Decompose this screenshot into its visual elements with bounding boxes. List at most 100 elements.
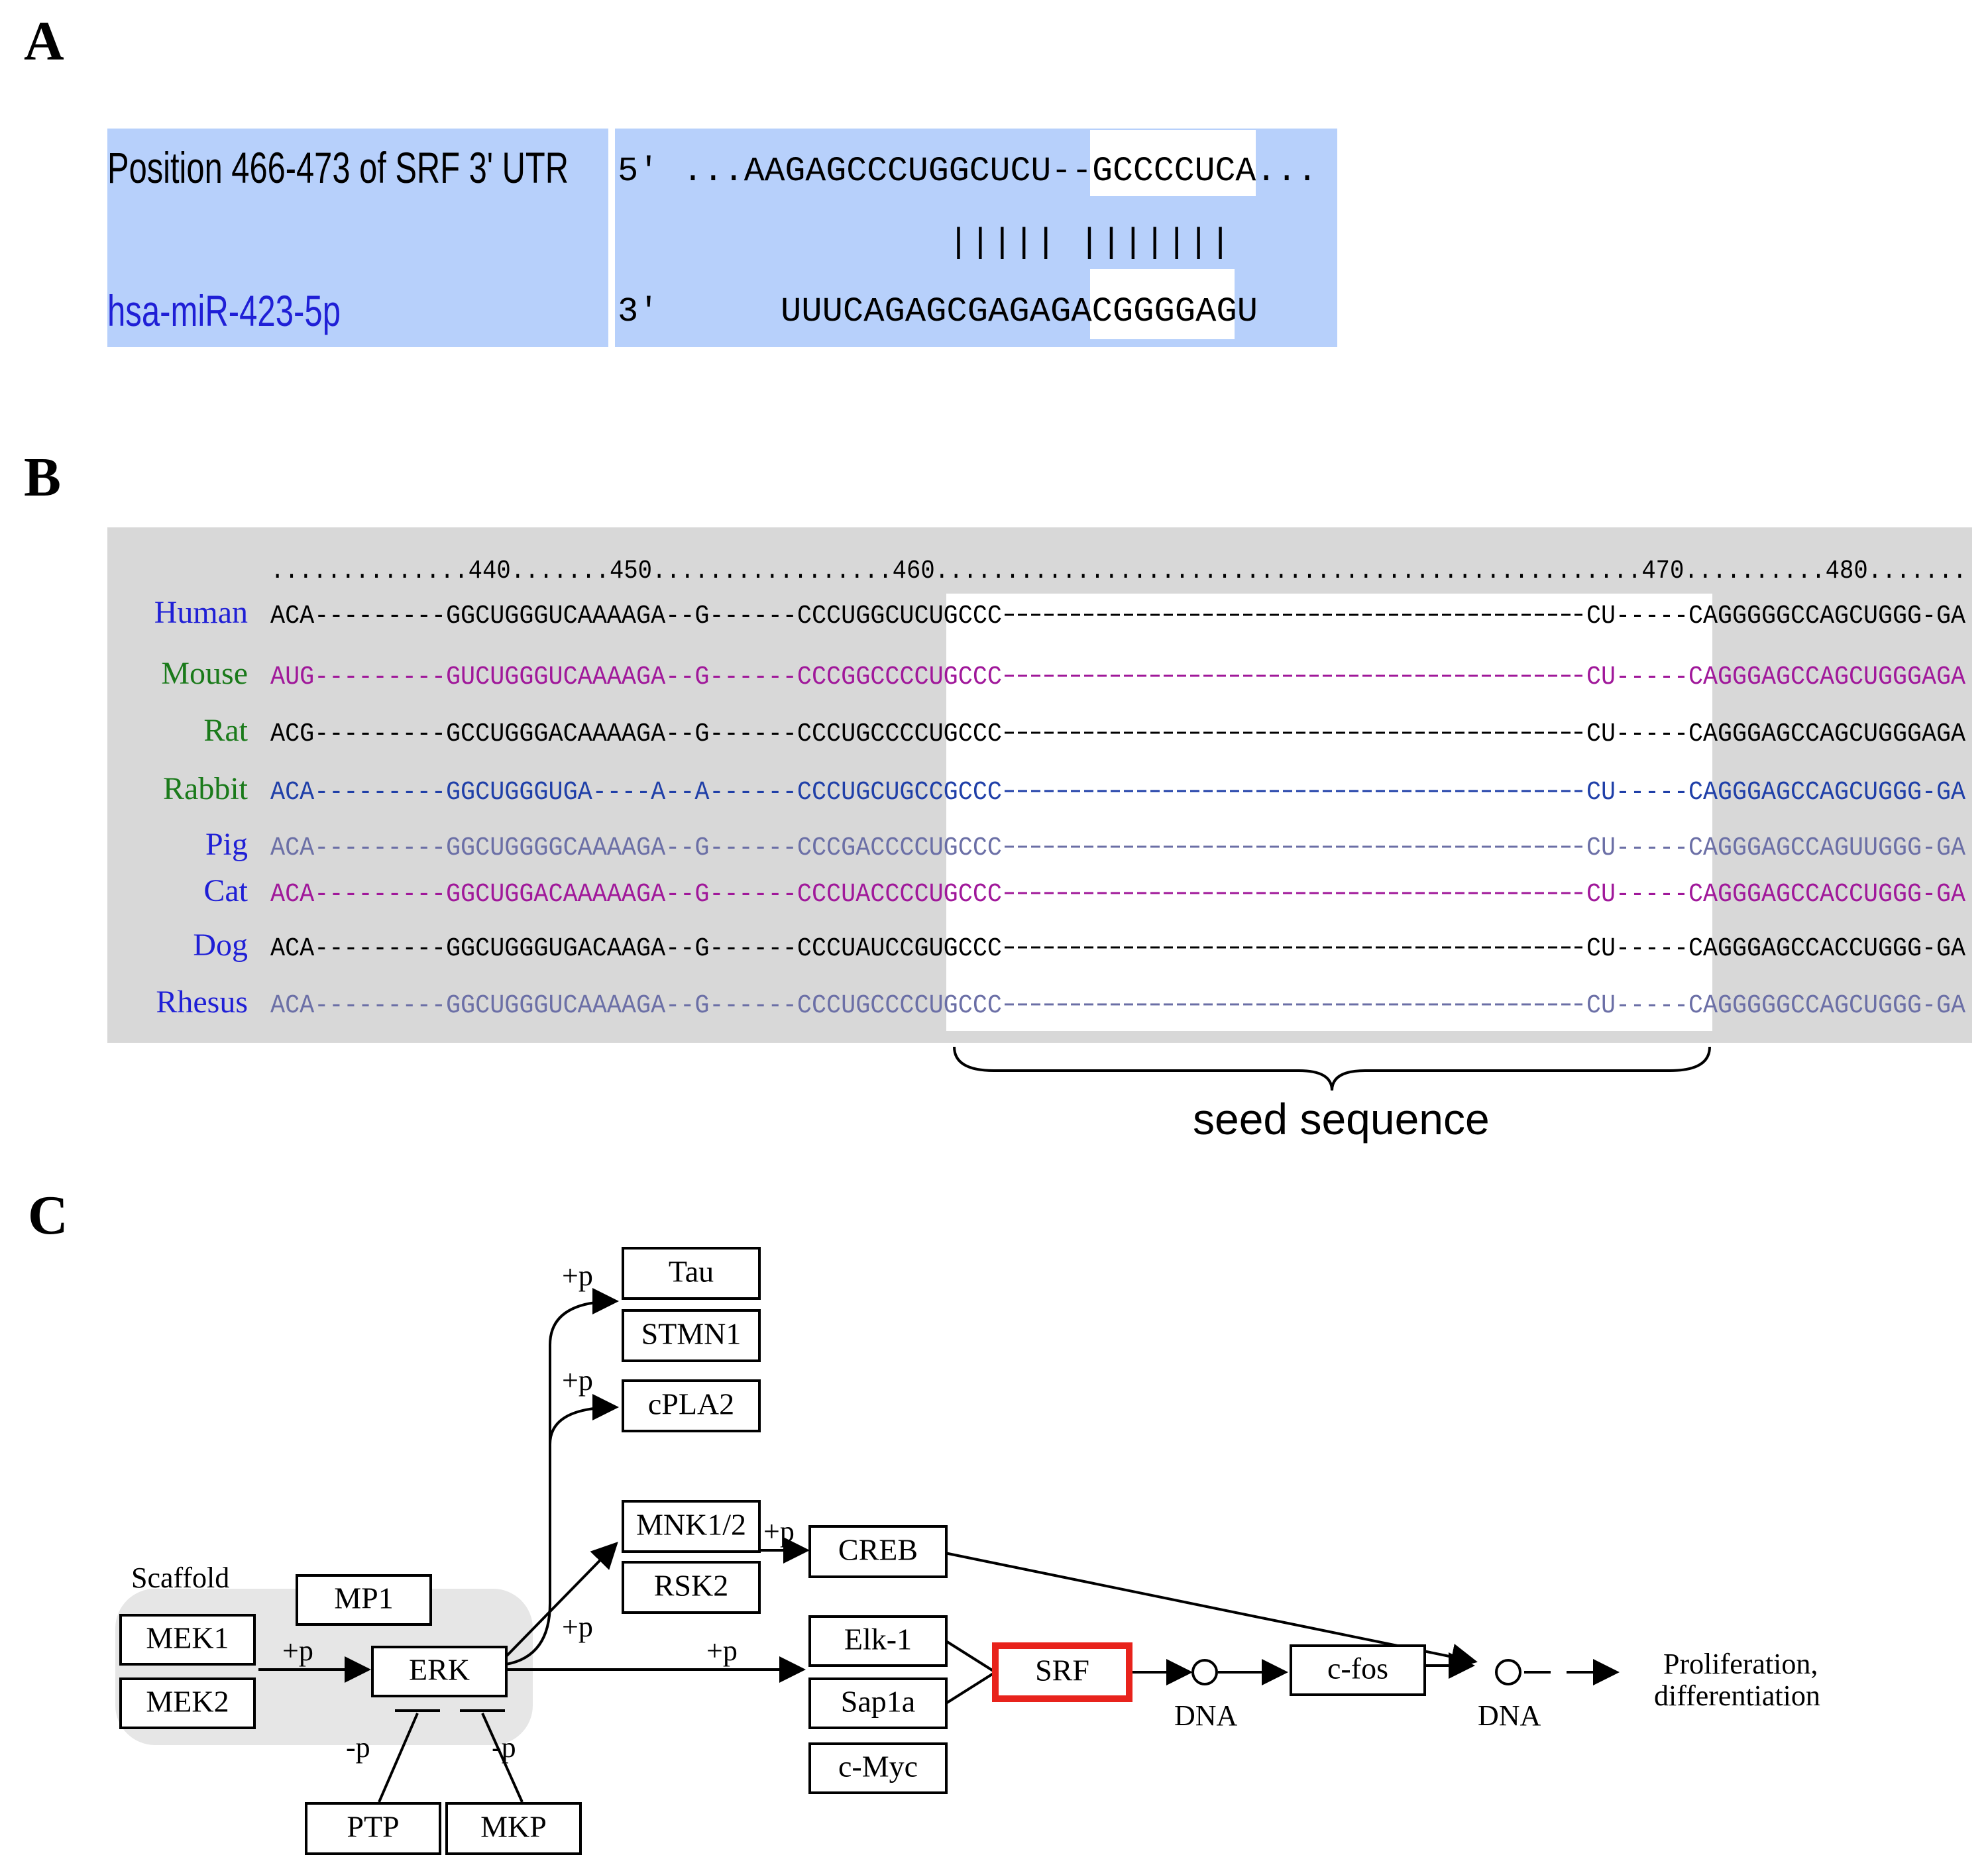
svg-text:RSK2: RSK2 bbox=[654, 1569, 728, 1603]
label-p-creb: +p bbox=[763, 1515, 795, 1548]
node-mek1: MEK1 bbox=[119, 1614, 256, 1666]
node-mkp: MKP bbox=[445, 1802, 582, 1855]
species-name-human: Human bbox=[154, 595, 248, 630]
svg-text:Tau: Tau bbox=[669, 1255, 714, 1289]
svg-text:MEK1: MEK1 bbox=[146, 1621, 229, 1655]
species-seq-left-cat: ACA---------GGCUGGACAAAAAGA--G------CCCU… bbox=[270, 880, 1002, 910]
species-name-rat: Rat bbox=[203, 713, 248, 748]
dna-label-1: DNA bbox=[1174, 1699, 1238, 1732]
alignment-label-bg bbox=[107, 129, 608, 347]
label-p-mek-erk: +p bbox=[282, 1634, 313, 1667]
node-srf: SRF bbox=[992, 1642, 1132, 1702]
mirna-end: 3' bbox=[618, 292, 659, 331]
label-p-cpla2: +p bbox=[562, 1364, 593, 1397]
species-seq-left-rhesus: ACA---------GGCUGGGUCAAAAGA--G------CCCU… bbox=[270, 991, 1002, 1021]
node-mek2: MEK2 bbox=[119, 1677, 256, 1729]
svg-text:SRF: SRF bbox=[1035, 1654, 1089, 1687]
species-seq-right-rabbit: CU-----CAGGGAGCCAGCUGGG-GA bbox=[1586, 778, 1965, 808]
species-seq-right-rat: CU-----CAGGGAGCCAGCUGGGAGA bbox=[1586, 719, 1965, 749]
pathway-diagram: Scaffold +p +p +p +p +p +p -p -p Tau STM… bbox=[115, 1247, 1820, 1855]
species-name-mouse: Mouse bbox=[161, 656, 248, 691]
species-name-rhesus: Rhesus bbox=[156, 985, 248, 1020]
node-elk1: Elk-1 bbox=[808, 1615, 948, 1667]
edge-erk-tau bbox=[506, 1288, 619, 1666]
target-end: 5' bbox=[618, 152, 659, 191]
edge-erk-mnk bbox=[505, 1542, 618, 1658]
svg-text:ERK: ERK bbox=[409, 1653, 470, 1687]
dna-marker-1 bbox=[1191, 1659, 1218, 1685]
label-p-tau: +p bbox=[562, 1259, 593, 1292]
node-cpla2: cPLA2 bbox=[622, 1379, 761, 1432]
species-seq-left-dog: ACA---------GGCUGGGUGACAAGA--G------CCCU… bbox=[270, 934, 1002, 964]
node-rsk2: RSK2 bbox=[622, 1561, 761, 1614]
mirna-label: hsa-miR-423-5p bbox=[107, 286, 341, 335]
panel-letter-b: B bbox=[24, 447, 61, 508]
svg-text:MEK2: MEK2 bbox=[146, 1685, 229, 1719]
outcome-line-2: differentiation bbox=[1654, 1679, 1820, 1712]
svg-text:MP1: MP1 bbox=[334, 1581, 393, 1615]
svg-text:c-fos: c-fos bbox=[1327, 1652, 1388, 1685]
species-seq-right-rhesus: CU-----CAGGGGGCCAGCUGGG-GA bbox=[1586, 991, 1965, 1021]
node-mnk: MNK1/2 bbox=[622, 1500, 761, 1553]
conservation-alignment: ..............440.......450.............… bbox=[107, 527, 1972, 1144]
seed-brace bbox=[953, 1046, 1711, 1091]
position-ruler: ..............440.......450.............… bbox=[270, 557, 1967, 586]
species-name-cat: Cat bbox=[203, 873, 248, 908]
mirna-target-alignment: Position 466-473 of SRF 3' UTR hsa-miR-4… bbox=[107, 129, 1337, 347]
species-seq-left-human: ACA---------GGCUGGGUCAAAAGA--G------CCCU… bbox=[270, 602, 1002, 631]
target-sequence: ...AAGAGCCCUGGCUCU--GCCCCUCA... bbox=[683, 152, 1317, 191]
label-minus-p-ptp: -p bbox=[346, 1731, 370, 1764]
edge-sap1a-srf bbox=[944, 1671, 997, 1705]
species-seq-right-human: CU-----CAGGGGGCCAGCUGGG-GA bbox=[1586, 602, 1965, 631]
svg-text:c-Myc: c-Myc bbox=[838, 1750, 918, 1783]
edge-mkp-erk bbox=[481, 1713, 524, 1803]
svg-text:STMN1: STMN1 bbox=[641, 1317, 742, 1351]
svg-text:PTP: PTP bbox=[347, 1810, 399, 1844]
label-minus-p-mkp: -p bbox=[492, 1731, 516, 1764]
target-label: Position 466-473 of SRF 3' UTR bbox=[107, 143, 569, 192]
dna-marker-2 bbox=[1495, 1659, 1521, 1685]
mirna-sequence: UUUCAGAGCGAGAGACGGGGAGU bbox=[781, 292, 1258, 331]
node-stmn1: STMN1 bbox=[622, 1309, 761, 1362]
svg-text:MNK1/2: MNK1/2 bbox=[636, 1508, 746, 1542]
scaffold-label: Scaffold bbox=[131, 1562, 229, 1594]
species-seq-right-pig: CU-----CAGGGAGCCAGUUGGG-GA bbox=[1586, 833, 1965, 863]
species-seq-right-cat: CU-----CAGGGAGCCACCUGGG-GA bbox=[1586, 880, 1965, 910]
species-seq-left-rabbit: ACA---------GGCUGGGUGA----A--A------CCCU… bbox=[270, 778, 1002, 808]
edge-erk-cpla2 bbox=[549, 1394, 619, 1445]
species-seq-left-rat: ACG---------GCCUGGGACAAAAGA--G------CCCU… bbox=[270, 719, 1002, 749]
svg-text:cPLA2: cPLA2 bbox=[648, 1387, 734, 1421]
seed-highlight-target bbox=[1090, 130, 1256, 196]
panel-letter-c: C bbox=[28, 1185, 68, 1246]
node-ptp: PTP bbox=[305, 1802, 441, 1855]
label-p-elk1: +p bbox=[706, 1634, 738, 1667]
node-erk: ERK bbox=[371, 1646, 508, 1697]
seed-sequence-label: seed sequence bbox=[1193, 1094, 1490, 1144]
svg-text:MKP: MKP bbox=[480, 1810, 547, 1844]
outcome-line-1: Proliferation, bbox=[1663, 1648, 1818, 1680]
node-sap1a: Sap1a bbox=[808, 1677, 948, 1729]
node-tau: Tau bbox=[622, 1247, 761, 1300]
species-seq-right-mouse: CU-----CAGGGAGCCAGCUGGGAGA bbox=[1586, 663, 1965, 692]
svg-text:CREB: CREB bbox=[838, 1533, 918, 1567]
base-pairing: ||||| ||||||| bbox=[948, 223, 1231, 262]
label-p-mnk: +p bbox=[562, 1611, 593, 1643]
node-creb: CREB bbox=[808, 1525, 948, 1578]
species-name-dog: Dog bbox=[193, 928, 248, 963]
species-seq-left-mouse: AUG---------GUCUGGGUCAAAAGA--G------CCCG… bbox=[270, 663, 1002, 692]
species-name-pig: Pig bbox=[205, 827, 248, 862]
edge-elk1-srf bbox=[944, 1639, 997, 1674]
panel-letter-a: A bbox=[24, 11, 64, 72]
edge-ptp-erk bbox=[378, 1713, 419, 1803]
node-cmyc: c-Myc bbox=[808, 1742, 948, 1794]
edge-creb-dna2 bbox=[944, 1552, 1478, 1670]
seed-highlight-mirna bbox=[1090, 269, 1235, 339]
seed-region-highlight bbox=[946, 594, 1712, 1031]
species-seq-left-pig: ACA---------GGCUGGGGCAAAAGA--G------CCCG… bbox=[270, 833, 1002, 863]
node-mp1: MP1 bbox=[296, 1574, 432, 1626]
species-name-rabbit: Rabbit bbox=[163, 771, 248, 806]
node-cfos: c-fos bbox=[1290, 1644, 1426, 1696]
svg-text:Sap1a: Sap1a bbox=[841, 1685, 915, 1719]
